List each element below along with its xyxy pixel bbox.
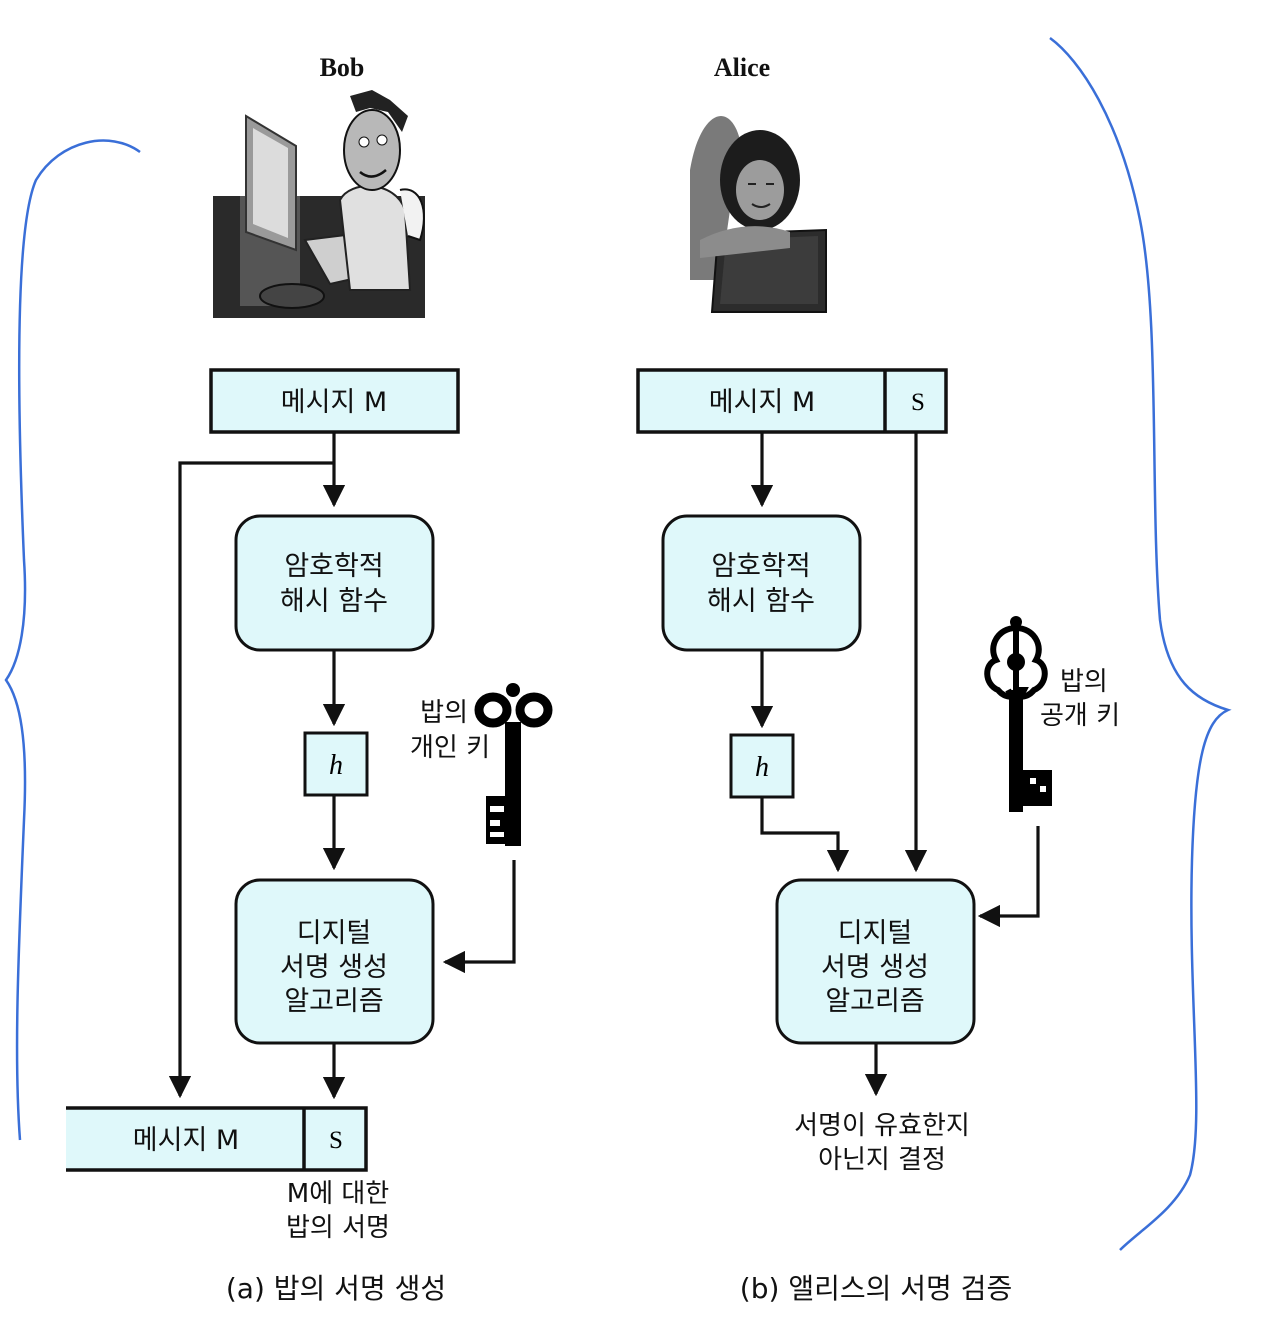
right-s-label: S — [911, 389, 925, 416]
alice-illustration — [690, 116, 827, 313]
right-message-label: 메시지 M — [709, 387, 815, 418]
alice-name: Alice — [714, 53, 770, 82]
right-verify-line2: 서명 생성 — [821, 952, 929, 983]
left-figure-caption: (a) 밥의 서명 생성 — [226, 1272, 446, 1305]
right-hash-line1: 암호학적 — [711, 551, 810, 582]
left-message-label: 메시지 M — [281, 387, 387, 418]
left-hash-line1: 암호학적 — [284, 551, 383, 582]
right-brace — [1049, 36, 1232, 1251]
bob-illustration — [213, 90, 425, 318]
private-key-icon — [474, 683, 553, 846]
right-figure-caption: (b) 앨리스의 서명 검증 — [740, 1272, 1012, 1305]
left-sign-line1: 디지털 — [297, 918, 372, 949]
right-h-box — [729, 733, 795, 799]
signature-caption-1: M에 대한 — [287, 1179, 389, 1209]
public-key-icon — [984, 616, 1052, 812]
right-arrow-key-to-verify — [977, 826, 1040, 928]
right-message-box — [636, 368, 948, 434]
right-hash-line2: 해시 함수 — [707, 586, 815, 617]
private-key-label-2: 개인 키 — [410, 733, 490, 763]
right-verify-line1: 디지털 — [838, 918, 913, 949]
right-hash-box — [661, 514, 862, 652]
right-verify-line3: 알고리즘 — [825, 986, 924, 1017]
bob-name: Bob — [320, 53, 365, 82]
result-line1: 서명이 유효한지 — [794, 1111, 970, 1141]
private-key-label-1: 밥의 — [420, 698, 468, 728]
left-sign-line2: 서명 생성 — [280, 952, 388, 983]
left-h-box — [303, 731, 369, 797]
left-bottom-message-box — [66, 1106, 368, 1172]
public-key-label-1: 밥의 — [1060, 667, 1108, 697]
left-arrow-key-to-sign — [442, 860, 516, 974]
left-bottom-s-label: S — [329, 1127, 343, 1154]
public-key-label-2: 공개 키 — [1040, 701, 1120, 731]
left-hash-line2: 해시 함수 — [280, 586, 388, 617]
result-line2: 아닌지 결정 — [818, 1145, 946, 1175]
left-hash-box — [234, 514, 435, 652]
left-sign-line3: 알고리즘 — [284, 986, 383, 1017]
left-arrow-message-bypass — [168, 461, 334, 1099]
right-arrow-h-to-verify — [760, 797, 850, 873]
right-h-label: h — [755, 752, 769, 783]
left-bottom-message-label: 메시지 M — [133, 1125, 239, 1156]
left-h-label: h — [329, 750, 343, 781]
signature-caption-2: 밥의 서명 — [286, 1213, 390, 1243]
left-brace — [4, 139, 141, 1141]
